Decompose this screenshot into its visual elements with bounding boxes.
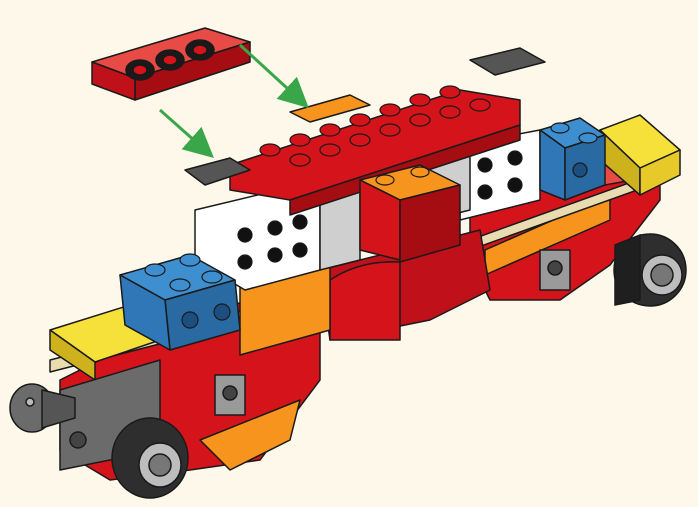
red-technic-plate-with-holes (92, 28, 250, 100)
wheel-icon (614, 234, 686, 306)
wheel-icon (112, 418, 188, 498)
center-assembly (120, 48, 605, 355)
arrow-to-right-clip (240, 45, 300, 100)
arrow-to-left-clip (160, 110, 205, 150)
